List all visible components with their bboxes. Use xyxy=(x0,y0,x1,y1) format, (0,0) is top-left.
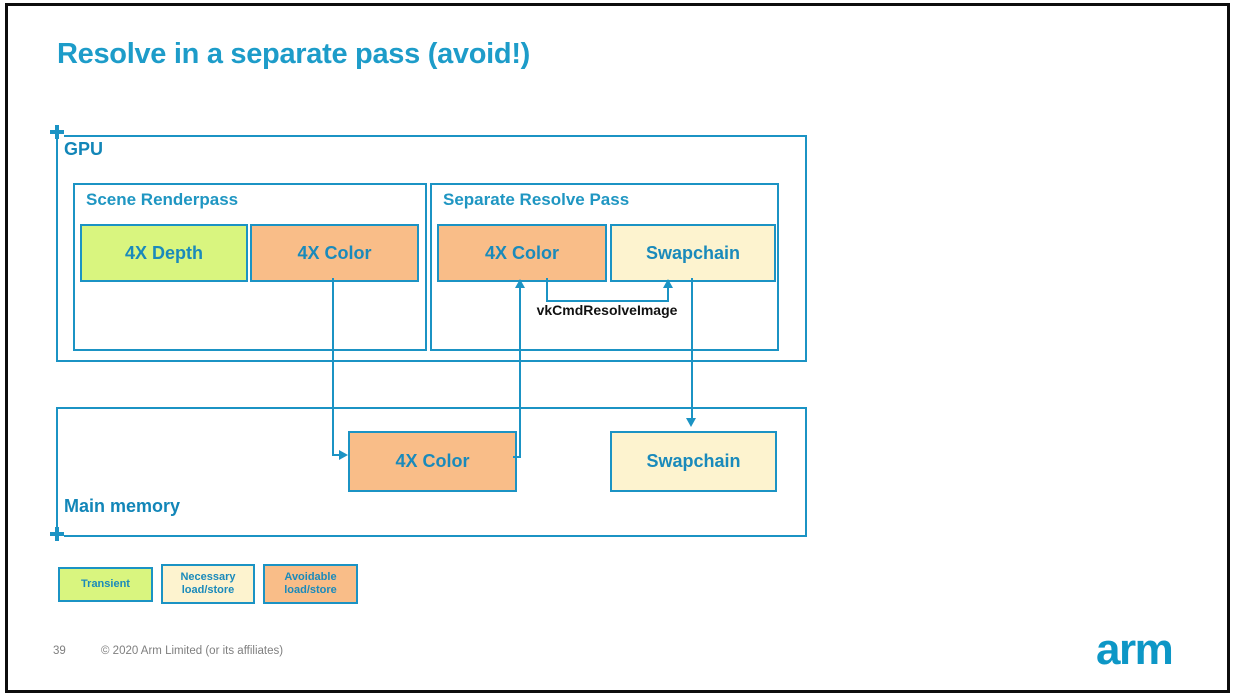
memory-swapchain-box: Swapchain xyxy=(610,431,777,492)
gpu-swapchain-box: Swapchain xyxy=(610,224,776,282)
slide-title: Resolve in a separate pass (avoid!) xyxy=(57,38,531,70)
arrowhead-into-resolve-4x-color-icon xyxy=(515,279,525,288)
legend-transient: Transient xyxy=(58,567,153,602)
gpu-scene-4x-color-box: 4X Color xyxy=(250,224,419,282)
anchor-cross-bottom-icon xyxy=(50,527,64,541)
connector-resolve-u-right xyxy=(667,287,669,301)
arrowhead-into-gpu-swapchain-icon xyxy=(663,279,673,288)
gpu-4x-depth-box: 4X Depth xyxy=(80,224,248,282)
gpu-container-box xyxy=(56,135,807,362)
arrowhead-into-memory-swapchain-icon xyxy=(686,418,696,427)
connector-scene-color-to-memory-horizontal xyxy=(332,454,340,456)
memory-4x-color-box: 4X Color xyxy=(348,431,517,492)
gpu-label: GPU xyxy=(64,139,104,159)
memory-swapchain-label: Swapchain xyxy=(646,451,741,471)
legend-avoidable-label: Avoidable load/store xyxy=(284,570,337,596)
anchor-cross-bottom-vbar xyxy=(55,527,59,541)
connector-swapchain-vertical xyxy=(691,278,693,419)
legend-transient-label: Transient xyxy=(81,577,130,590)
scene-renderpass-box xyxy=(73,183,427,351)
connector-resolve-u-left xyxy=(546,278,548,302)
main-memory-box xyxy=(56,407,807,537)
gpu-swapchain-label: Swapchain xyxy=(645,242,741,263)
gpu-resolve-4x-color-box: 4X Color xyxy=(437,224,607,282)
main-memory-label: Main memory xyxy=(64,496,181,516)
legend-necessary-load-store: Necessary load/store xyxy=(161,564,255,604)
anchor-cross-top-vbar xyxy=(55,125,59,139)
resolve-call-label: vkCmdResolveImage xyxy=(536,302,678,318)
arm-logo: arm xyxy=(1096,625,1174,674)
legend-avoidable-load-store: Avoidable load/store xyxy=(263,564,358,604)
memory-4x-color-label: 4X Color xyxy=(395,451,470,471)
connector-memory-to-resolve-vertical xyxy=(519,287,521,458)
arrowhead-into-memory-4x-color-icon xyxy=(339,450,348,460)
slide-border-frame xyxy=(5,3,1230,693)
connector-scene-color-to-memory-vertical xyxy=(332,278,334,456)
scene-renderpass-label: Scene Renderpass xyxy=(86,190,239,209)
copyright-text: © 2020 Arm Limited (or its affiliates) xyxy=(101,645,284,657)
separate-resolve-pass-box xyxy=(430,183,779,351)
anchor-cross-top-icon xyxy=(50,125,64,139)
gpu-4x-depth-label: 4X Depth xyxy=(124,242,203,263)
gpu-resolve-4x-color-label: 4X Color xyxy=(484,242,559,263)
connector-memory-to-resolve-horizontal xyxy=(513,456,521,458)
separate-resolve-pass-label: Separate Resolve Pass xyxy=(443,190,630,209)
gpu-scene-4x-color-label: 4X Color xyxy=(297,242,372,263)
page-number: 39 xyxy=(53,645,66,657)
connector-resolve-u-bottom xyxy=(546,300,669,302)
legend-necessary-label: Necessary load/store xyxy=(180,570,236,596)
